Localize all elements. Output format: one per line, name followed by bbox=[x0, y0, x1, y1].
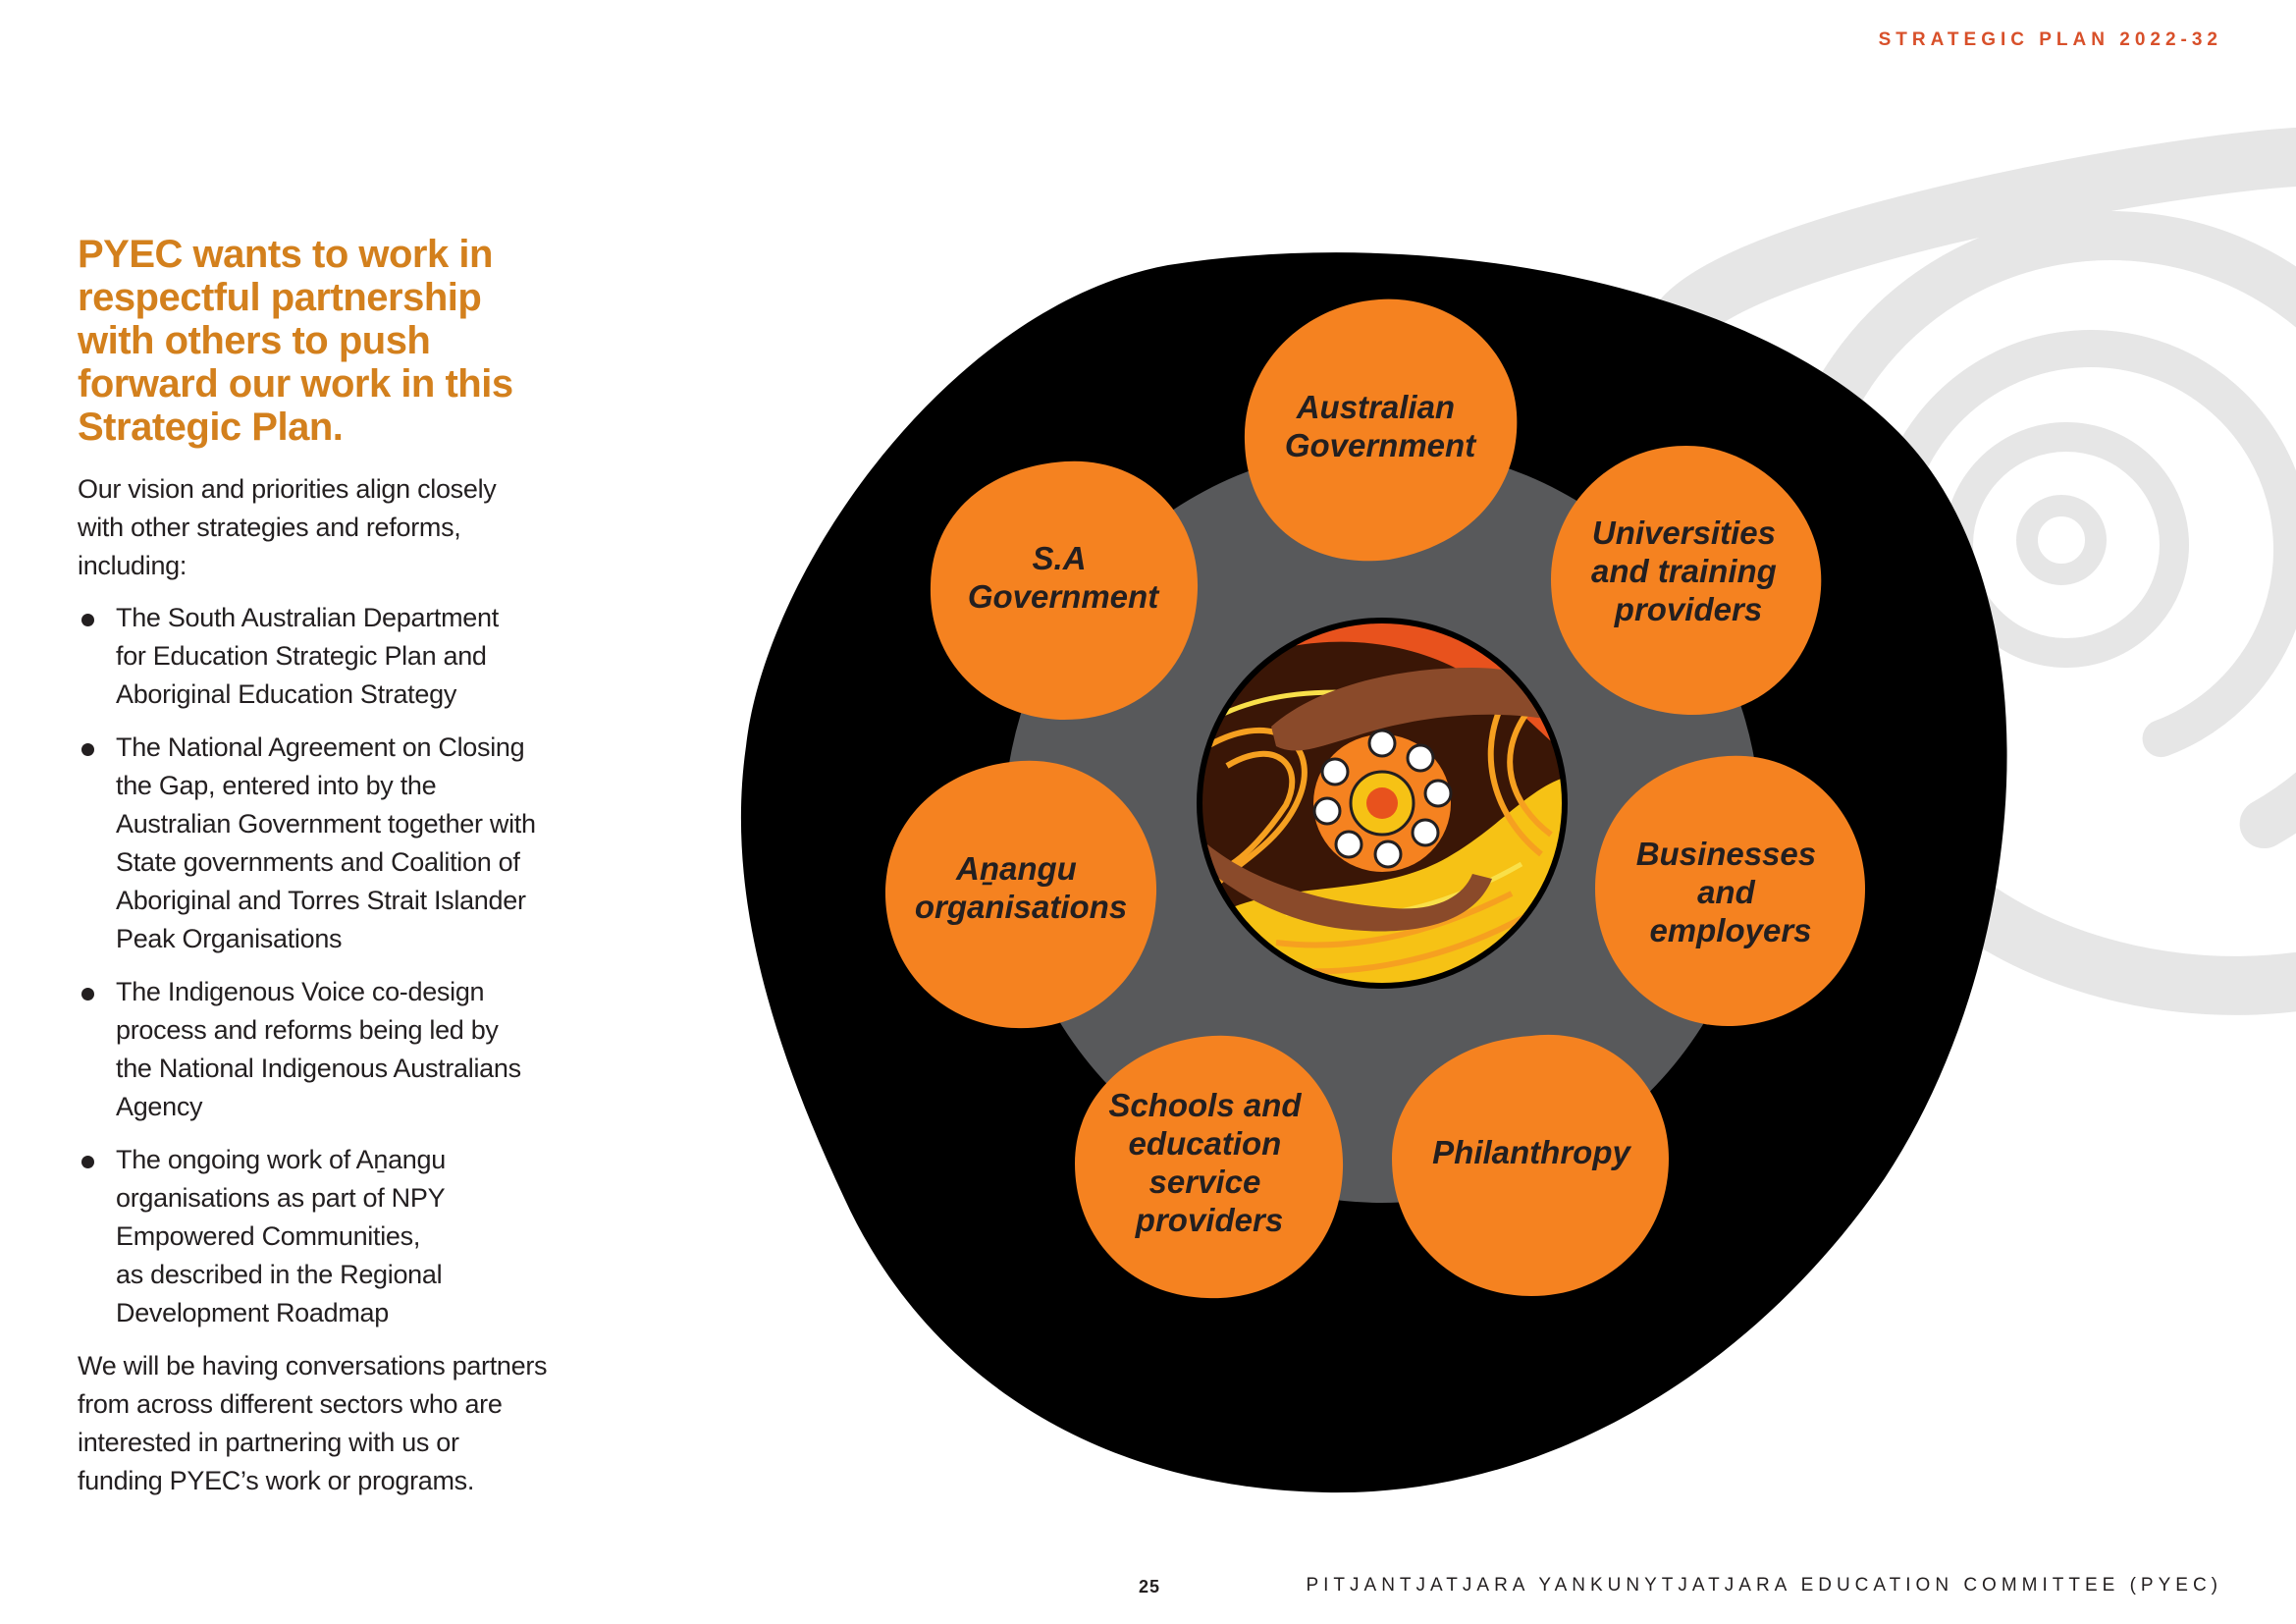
heading-line: forward our work in this bbox=[78, 362, 513, 406]
bullet-line: the National Indigenous Australians bbox=[116, 1054, 521, 1083]
bullet-line: for Education Strategic Plan and bbox=[116, 641, 487, 671]
bullet-dot-icon bbox=[81, 614, 94, 626]
bullet-line: The National Agreement on Closing bbox=[116, 732, 525, 762]
bullet-line: the Gap, entered into by the bbox=[116, 771, 437, 800]
intro-line: including: bbox=[78, 551, 187, 580]
closing-line: interested in partnering with us or bbox=[78, 1428, 459, 1457]
node-universities-label: Universities and training providers bbox=[1591, 514, 1786, 627]
node-schools-label: Schools and education service providers bbox=[1108, 1087, 1309, 1238]
running-header: STRATEGIC PLAN 2022-32 bbox=[1878, 29, 2222, 50]
bullet-item: The Indigenous Voice co-design process a… bbox=[78, 973, 588, 1126]
node-anangu-organisations-label: Aṉangu organisations bbox=[915, 850, 1127, 925]
node-philanthropy[interactable]: Philanthropy bbox=[1392, 1034, 1669, 1296]
bullet-line: The Indigenous Voice co-design bbox=[116, 977, 485, 1006]
bullet-line: The ongoing work of Aṉangu bbox=[116, 1145, 446, 1174]
heading-line: with others to push bbox=[78, 319, 431, 362]
closing-paragraph: We will be having conversations partners… bbox=[78, 1347, 588, 1500]
bullet-list: The South Australian Department for Educ… bbox=[78, 599, 588, 1332]
hands-artwork bbox=[1197, 618, 1568, 989]
closing-line: We will be having conversations partners bbox=[78, 1351, 548, 1380]
bullet-line: Development Roadmap bbox=[116, 1298, 389, 1327]
node-businesses[interactable]: Businesses and employers bbox=[1595, 755, 1865, 1026]
bullet-item: The National Agreement on Closing the Ga… bbox=[78, 729, 588, 958]
node-philanthropy-label: Philanthropy bbox=[1432, 1134, 1631, 1170]
heading-line: PYEC wants to work in bbox=[78, 233, 493, 276]
intro-line: Our vision and priorities align closely bbox=[78, 474, 497, 504]
node-sa-government[interactable]: S.A Government bbox=[930, 460, 1199, 721]
bullet-line: Aboriginal Education Strategy bbox=[116, 679, 457, 709]
node-schools[interactable]: Schools and education service providers bbox=[1075, 1035, 1344, 1299]
intro-line: with other strategies and reforms, bbox=[78, 513, 461, 542]
bullet-line: Australian Government together with bbox=[116, 809, 536, 839]
node-sa-government-label: S.A Government bbox=[968, 540, 1160, 615]
node-universities[interactable]: Universities and training providers bbox=[1551, 445, 1822, 716]
bullet-item: The South Australian Department for Educ… bbox=[78, 599, 588, 714]
bullet-item: The ongoing work of Aṉangu organisations… bbox=[78, 1141, 588, 1332]
bullet-line: Aboriginal and Torres Strait Islander bbox=[116, 886, 526, 915]
node-australian-government[interactable]: Australian Government bbox=[1244, 298, 1518, 562]
bullet-line: organisations as part of NPY bbox=[116, 1183, 446, 1213]
heading-line: respectful partnership bbox=[78, 276, 482, 319]
bullet-line: process and reforms being led by bbox=[116, 1015, 499, 1045]
bullet-dot-icon bbox=[81, 743, 94, 756]
bullet-line: as described in the Regional bbox=[116, 1260, 443, 1289]
node-businesses-label: Businesses and employers bbox=[1636, 836, 1826, 948]
bullet-line: Peak Organisations bbox=[116, 924, 343, 953]
closing-line: from across different sectors who are bbox=[78, 1389, 503, 1419]
node-australian-government-label: Australian Government bbox=[1285, 389, 1477, 463]
node-anangu-organisations[interactable]: Aṉangu organisations bbox=[884, 760, 1157, 1029]
intro-paragraph: Our vision and priorities align closely … bbox=[78, 470, 588, 585]
bullet-line: Empowered Communities, bbox=[116, 1221, 421, 1251]
page-heading: PYEC wants to work in respectful partner… bbox=[78, 233, 588, 449]
bullet-dot-icon bbox=[81, 1156, 94, 1168]
bullet-line: Agency bbox=[116, 1092, 203, 1121]
left-column: PYEC wants to work in respectful partner… bbox=[78, 233, 588, 1514]
footer-organisation: PITJANTJATJARA YANKUNYTJATJARA EDUCATION… bbox=[1306, 1575, 2222, 1596]
page-number: 25 bbox=[1139, 1577, 1161, 1597]
bullet-line: State governments and Coalition of bbox=[116, 847, 520, 877]
bullet-dot-icon bbox=[81, 988, 94, 1001]
closing-line: funding PYEC’s work or programs. bbox=[78, 1466, 475, 1495]
bullet-line: The South Australian Department bbox=[116, 603, 499, 632]
heading-line: Strategic Plan. bbox=[78, 406, 344, 449]
